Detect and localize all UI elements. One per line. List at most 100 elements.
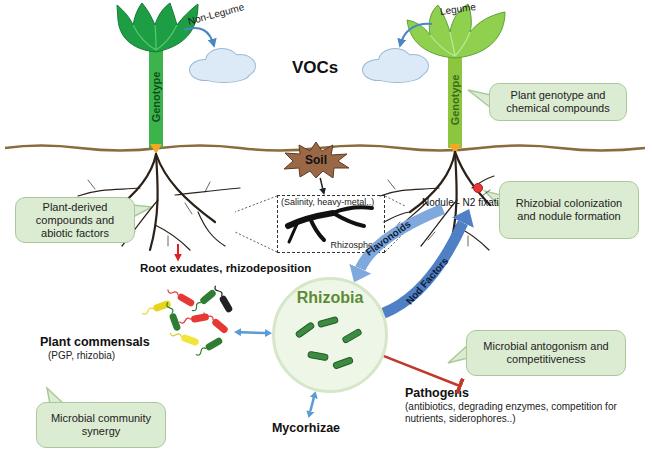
commensal-bacteria xyxy=(141,300,172,317)
root-system xyxy=(175,188,240,195)
pathogens-group: Pathogens(antibiotics, degrading enzymes… xyxy=(405,386,637,434)
rhizosphere-root xyxy=(333,213,364,226)
node-title: Nodule - N2 fixation xyxy=(422,197,510,209)
commensal-bacteria xyxy=(218,294,233,313)
stress-label: (Salinity, heavy-metal..) xyxy=(281,197,374,207)
commensal-bacteria xyxy=(203,311,215,322)
commensal-bacteria xyxy=(142,307,155,315)
root-system xyxy=(428,232,435,240)
node-title: Microbial community synergy xyxy=(43,412,159,438)
voc-cloud xyxy=(199,66,249,82)
commensal-bacteria xyxy=(190,289,217,314)
commensal-bacteria xyxy=(191,313,210,323)
rhizosphere-root xyxy=(288,207,372,242)
commensal-bacteria xyxy=(212,284,233,313)
zoom-leader xyxy=(235,196,277,212)
commensal-bacteria xyxy=(152,300,171,313)
voc-arrow xyxy=(184,28,214,46)
non-legume-plant xyxy=(149,46,163,148)
root-system xyxy=(88,180,95,189)
node-title: Plant genotype and chemical compounds xyxy=(496,89,620,115)
legume-plant xyxy=(407,4,505,154)
rhizosphere-root xyxy=(310,218,324,240)
legume-plant xyxy=(448,52,462,148)
rhizosphere-root xyxy=(333,207,372,213)
voc-label: VOCs xyxy=(292,58,338,78)
connector-arrow xyxy=(241,331,265,334)
node-title: Plant-derived compounds and abiotic fact… xyxy=(22,201,128,240)
root-system xyxy=(482,190,490,196)
callout-box: Microbial community synergy xyxy=(36,402,166,448)
node-title: Mycorhizae xyxy=(272,421,340,435)
commensal-bacteria xyxy=(204,336,223,351)
connector-arrow xyxy=(384,356,460,386)
commensal-bacteria xyxy=(166,302,174,315)
commensal-bacteria xyxy=(179,318,192,324)
commensal-bacteria xyxy=(141,284,233,357)
callout-tail xyxy=(47,90,501,404)
voc-cloud xyxy=(372,66,422,82)
zoom-leader xyxy=(385,196,405,206)
edge-label: Flavonoids xyxy=(364,218,413,258)
root-system xyxy=(185,203,192,214)
callout-box: Plant-derived compounds and abiotic fact… xyxy=(15,197,135,243)
rhizosphere-root xyxy=(289,222,298,242)
voc-cloud xyxy=(190,49,428,82)
root-system xyxy=(155,225,190,250)
root-system xyxy=(198,212,225,246)
root-system xyxy=(380,188,439,196)
callout-box: Plant genotype and chemical compounds xyxy=(489,83,627,121)
node-subtext: (PGP, rhizobia) xyxy=(40,350,234,362)
node-title: Rhizobia xyxy=(275,289,385,307)
root-system xyxy=(168,236,169,246)
node-title: Pathogens xyxy=(405,386,637,401)
commensal-bacteria xyxy=(165,301,182,332)
soil-star: Soil xyxy=(283,142,349,178)
voc-cloud xyxy=(372,66,422,82)
commensal-bacteria xyxy=(214,285,223,297)
nodule-dot xyxy=(474,184,483,193)
genotype-label: Genotype xyxy=(150,72,162,123)
commensal-bacteria xyxy=(194,336,223,357)
connector-arrow xyxy=(320,178,322,188)
mycorrhizae-node: Mycorhizae xyxy=(266,418,346,438)
rhizobia-cells xyxy=(333,357,354,369)
commensal-bacteria xyxy=(195,347,207,356)
rhizobia-cells xyxy=(308,351,329,360)
rhizobia-cells xyxy=(295,322,315,338)
root-system xyxy=(88,180,490,246)
non-legume-plant xyxy=(117,3,198,154)
connector-arrow xyxy=(310,398,314,411)
root-system xyxy=(156,154,215,222)
exudate-label: Root exudates, rhizodeposition xyxy=(140,262,311,274)
voc-arrow xyxy=(184,24,432,46)
star-shape xyxy=(284,142,349,178)
commensal-bacteria xyxy=(179,313,210,325)
callout-box: Rhizobial colonization and nodule format… xyxy=(499,181,639,239)
edge-label: Nod Factors xyxy=(403,256,450,307)
commensal-bacteria xyxy=(199,289,217,306)
rhizobia-cells xyxy=(318,317,339,328)
root-system xyxy=(78,176,494,250)
exudate-arrow xyxy=(177,244,179,260)
rhizobia-circle: Rhizobia xyxy=(272,277,388,393)
plant-type-label: Non-Legume xyxy=(187,1,246,27)
node-title: Rhizobial colonization and nodule format… xyxy=(506,197,632,223)
commensal-bacteria xyxy=(167,288,179,297)
commensal-bacteria xyxy=(180,334,199,347)
voc-cloud xyxy=(190,49,428,82)
node-title: Microbial antogonism and competitiveness xyxy=(473,340,619,366)
commensal-bacteria xyxy=(166,286,195,307)
zoom-leader xyxy=(235,232,277,252)
rhizobia-cells xyxy=(295,317,362,370)
node-title: Plant commensals xyxy=(40,335,234,350)
voc-arrow xyxy=(400,24,432,46)
signal-arrow xyxy=(360,209,443,269)
callout-tail xyxy=(448,345,468,363)
genotype-label: Genotype xyxy=(449,75,461,126)
root-system xyxy=(205,182,210,192)
voc-cloud xyxy=(199,66,249,82)
root-system xyxy=(78,188,140,196)
commensal-bacteria xyxy=(170,331,183,339)
